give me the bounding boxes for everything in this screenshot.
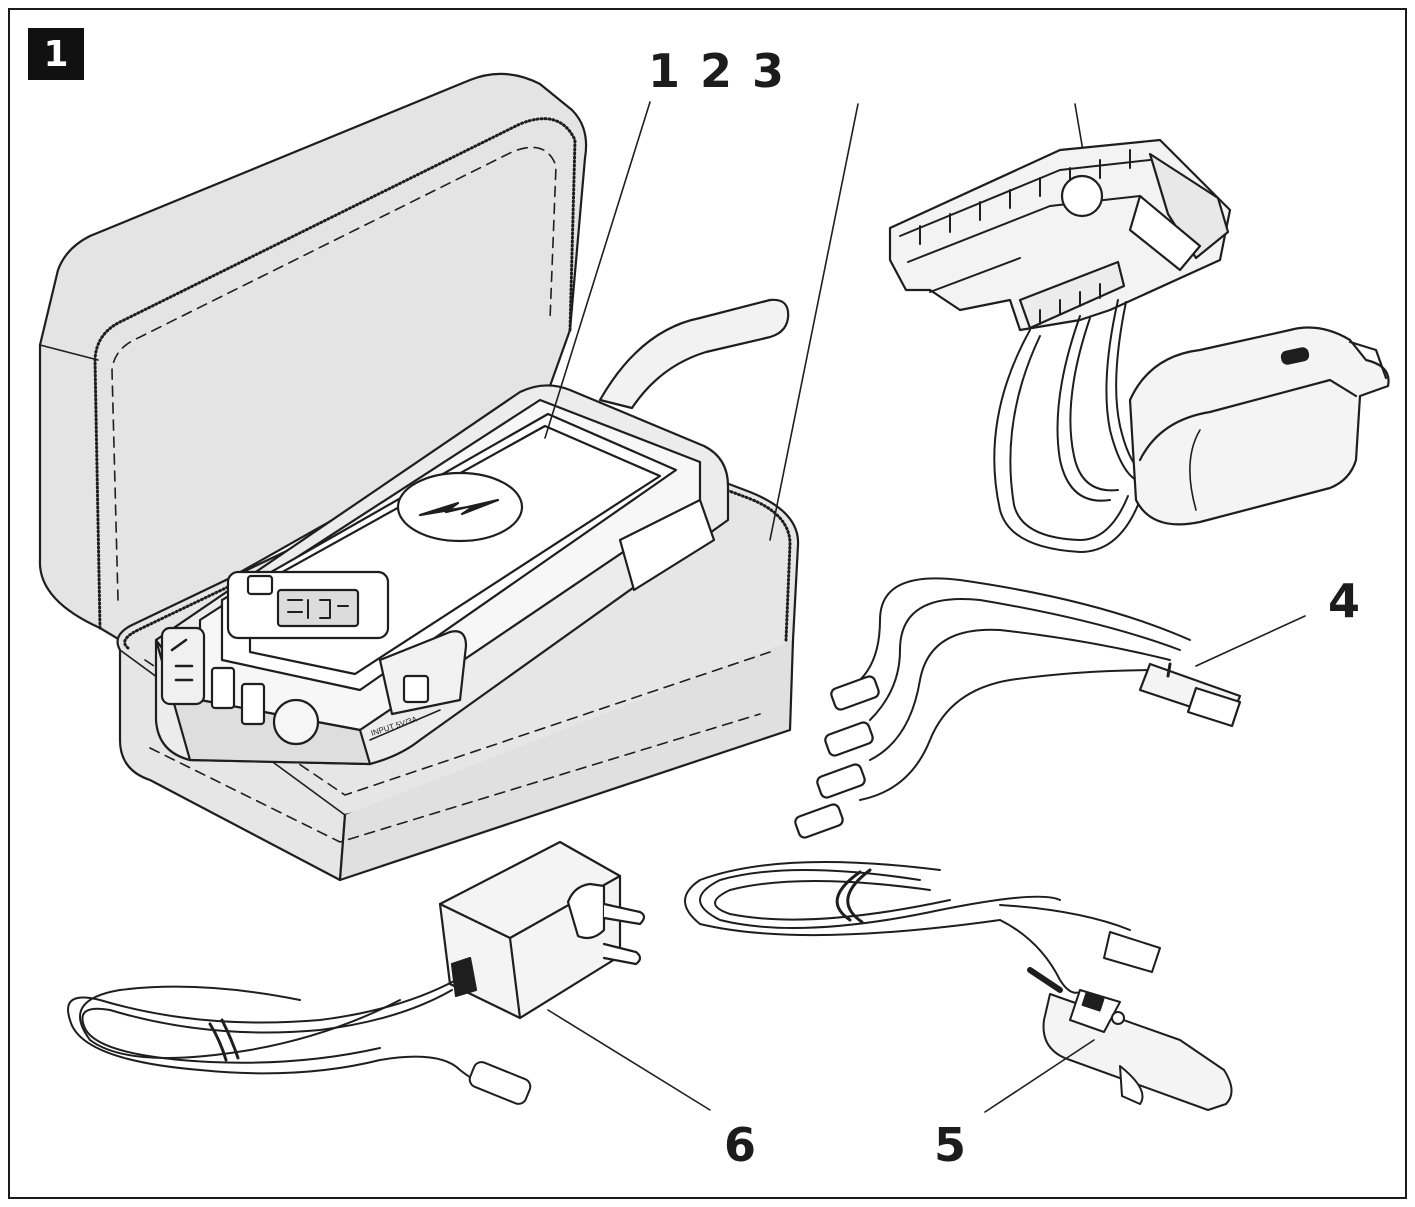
figure-number-badge: 1 <box>28 28 84 80</box>
callout-5: 5 <box>934 1118 969 1172</box>
leader-line-6 <box>547 1009 711 1111</box>
jumper-cable-wires <box>993 299 1141 553</box>
callout-1-2-3: 1 2 3 <box>648 44 787 98</box>
jumper-clamps <box>888 138 1232 332</box>
case-strap <box>598 298 790 410</box>
leader-line-5 <box>984 1039 1095 1113</box>
wall-adapter-cable <box>67 979 532 1105</box>
jumper-control-box <box>1128 326 1390 526</box>
multi-usb-cable <box>794 577 1242 839</box>
jump-starter-unit: INPUT 5V/3A <box>154 384 730 766</box>
callout-6: 6 <box>724 1118 759 1172</box>
case-lid <box>38 72 588 642</box>
callout-4: 4 <box>1328 574 1363 628</box>
car-charger-cable <box>684 861 1233 1111</box>
leader-line-4 <box>1195 615 1306 667</box>
wall-adapter <box>438 840 646 1020</box>
